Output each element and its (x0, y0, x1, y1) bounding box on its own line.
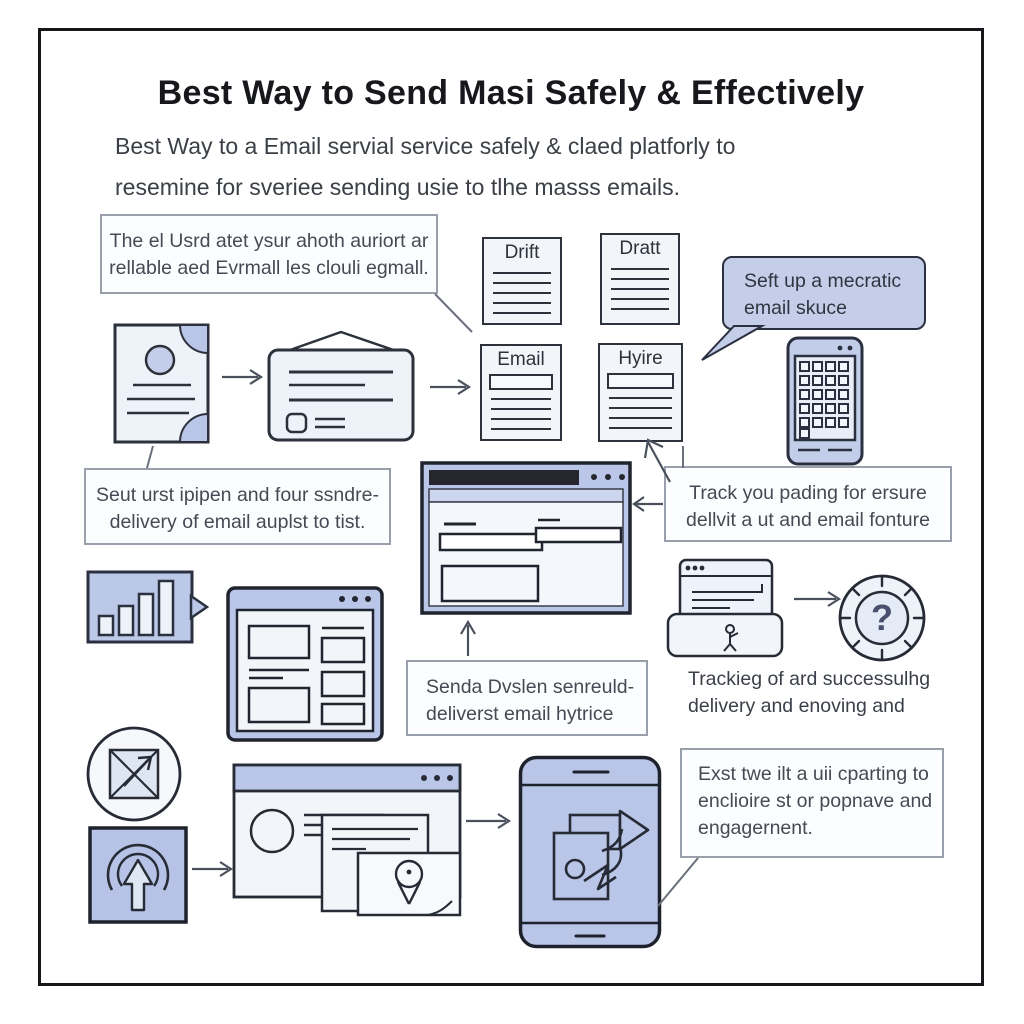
hyire-doc-label: Hyire (618, 348, 663, 369)
send-system-callout: Senda Dvslen senreuld- deliverst email h… (406, 660, 648, 736)
doc-line (491, 428, 551, 430)
arrow-browser-to-tablet (466, 813, 512, 829)
send-system-line-2: deliverst email hytrice (426, 703, 614, 725)
doc-line (493, 312, 551, 314)
tracking-caption-line-1: Trackieg of ard successulhg (688, 668, 931, 690)
engagement-line-3: engagernent. (698, 817, 813, 839)
engagement-line-1: Exst twe ilt a uii cparting to (698, 763, 929, 785)
feedback-person-browser-icon (666, 558, 784, 658)
smartphone-keypad-icon (786, 336, 864, 466)
sender-document-icon (113, 323, 210, 444)
doc-line (493, 282, 551, 284)
envelope-letter-icon (267, 330, 415, 442)
intro-line-2: rellable aed Evrmall les clouli egmall. (109, 257, 429, 279)
sender-callout-leader-line (146, 445, 154, 469)
contact-map-browser-icon (232, 763, 462, 917)
email-doc-label: Email (497, 349, 545, 370)
doc-line (609, 417, 672, 419)
intro-callout-leader-line (434, 293, 473, 333)
question-mark-glyph: ? (871, 597, 893, 638)
page-title: Best Way to Send Masi Safely & Effective… (157, 74, 865, 112)
bar-chart-bubble-icon (86, 570, 210, 644)
doc-line (611, 268, 669, 270)
bubble-line-1: Seft up a mecratic (744, 270, 902, 292)
layout-grid-browser-icon (226, 586, 384, 742)
subtitle-line-2: resemine for sveriee sending usie to tlh… (115, 174, 681, 200)
intro-callout: The el Usrd atet ysur ahoth auriort ar r… (100, 214, 438, 294)
hyire-document: Hyire (598, 343, 683, 442)
doc-line (611, 308, 669, 310)
draft-document-2: Dratt (600, 233, 680, 325)
track-callout-leader-line (682, 446, 684, 468)
intro-line-1: The el Usrd atet ysur ahoth auriort ar (109, 230, 429, 252)
doc-line (609, 407, 672, 409)
arrow-doc-to-envelope (222, 369, 264, 385)
doc-subject-box (607, 373, 674, 389)
doc-line (609, 397, 672, 399)
track-line-1: Track you pading for ersure (689, 482, 927, 504)
envelope-circle-icon (86, 726, 182, 822)
cursor-arrow (643, 438, 671, 483)
doc-line (493, 302, 551, 304)
setup-speech-bubble: Seft up a mecratic email skuce (722, 256, 926, 330)
doc-line (611, 288, 669, 290)
page-subtitle: Best Way to a Email servial service safe… (115, 126, 875, 208)
sender-callout: Seut urst ipipen and four ssndre- delive… (84, 468, 391, 545)
arrow-envelope-to-docs (430, 379, 472, 395)
email-document: Email (480, 344, 562, 441)
tracking-caption: Trackieg of ard successulhg delivery and… (688, 666, 968, 720)
sender-line-1: Seut urst ipipen and four ssndre- (96, 484, 379, 506)
arrow-target-to-browser (192, 861, 234, 877)
doc-line (491, 398, 551, 400)
doc-line (611, 278, 669, 280)
doc-line (493, 272, 551, 274)
bubble-line-2: email skuce (744, 297, 847, 319)
engagement-callout-leader-line (657, 857, 699, 907)
tracking-caption-line-2: delivery and enoving and (688, 695, 905, 717)
speech-bubble-tail (701, 325, 766, 361)
send-system-line-1: Senda Dvslen senreuld- (426, 676, 635, 698)
doc-line (491, 408, 551, 410)
arrow-track-to-browser (632, 496, 663, 512)
track-line-2: dellvit a ut and email fonture (686, 509, 930, 531)
engagement-callout: Exst twe ilt a uii cparting to enclioire… (680, 748, 944, 858)
subtitle-line-1: Best Way to a Email servial service safe… (115, 133, 736, 159)
compose-browser-icon (420, 461, 632, 615)
engagement-line-2: enclioire st or popnave and (698, 790, 933, 812)
doc-subject-box (489, 374, 553, 390)
question-badge-icon: ? (838, 574, 926, 662)
sender-line-2: delivery of email auplst to tist. (109, 511, 366, 533)
tablet-share-icon (518, 755, 662, 949)
track-callout: Track you pading for ersure dellvit a ut… (664, 466, 952, 542)
doc-line (491, 418, 551, 420)
doc-line (609, 427, 672, 429)
draft1-label: Drift (504, 242, 540, 263)
draft-document-1: Drift (482, 237, 562, 325)
arrow-callout-to-browser-up (460, 619, 476, 656)
doc-line (611, 298, 669, 300)
doc-line (493, 292, 551, 294)
send-target-icon (88, 826, 188, 924)
draft2-label: Dratt (619, 238, 661, 259)
arrow-feedback-to-question (794, 591, 842, 607)
